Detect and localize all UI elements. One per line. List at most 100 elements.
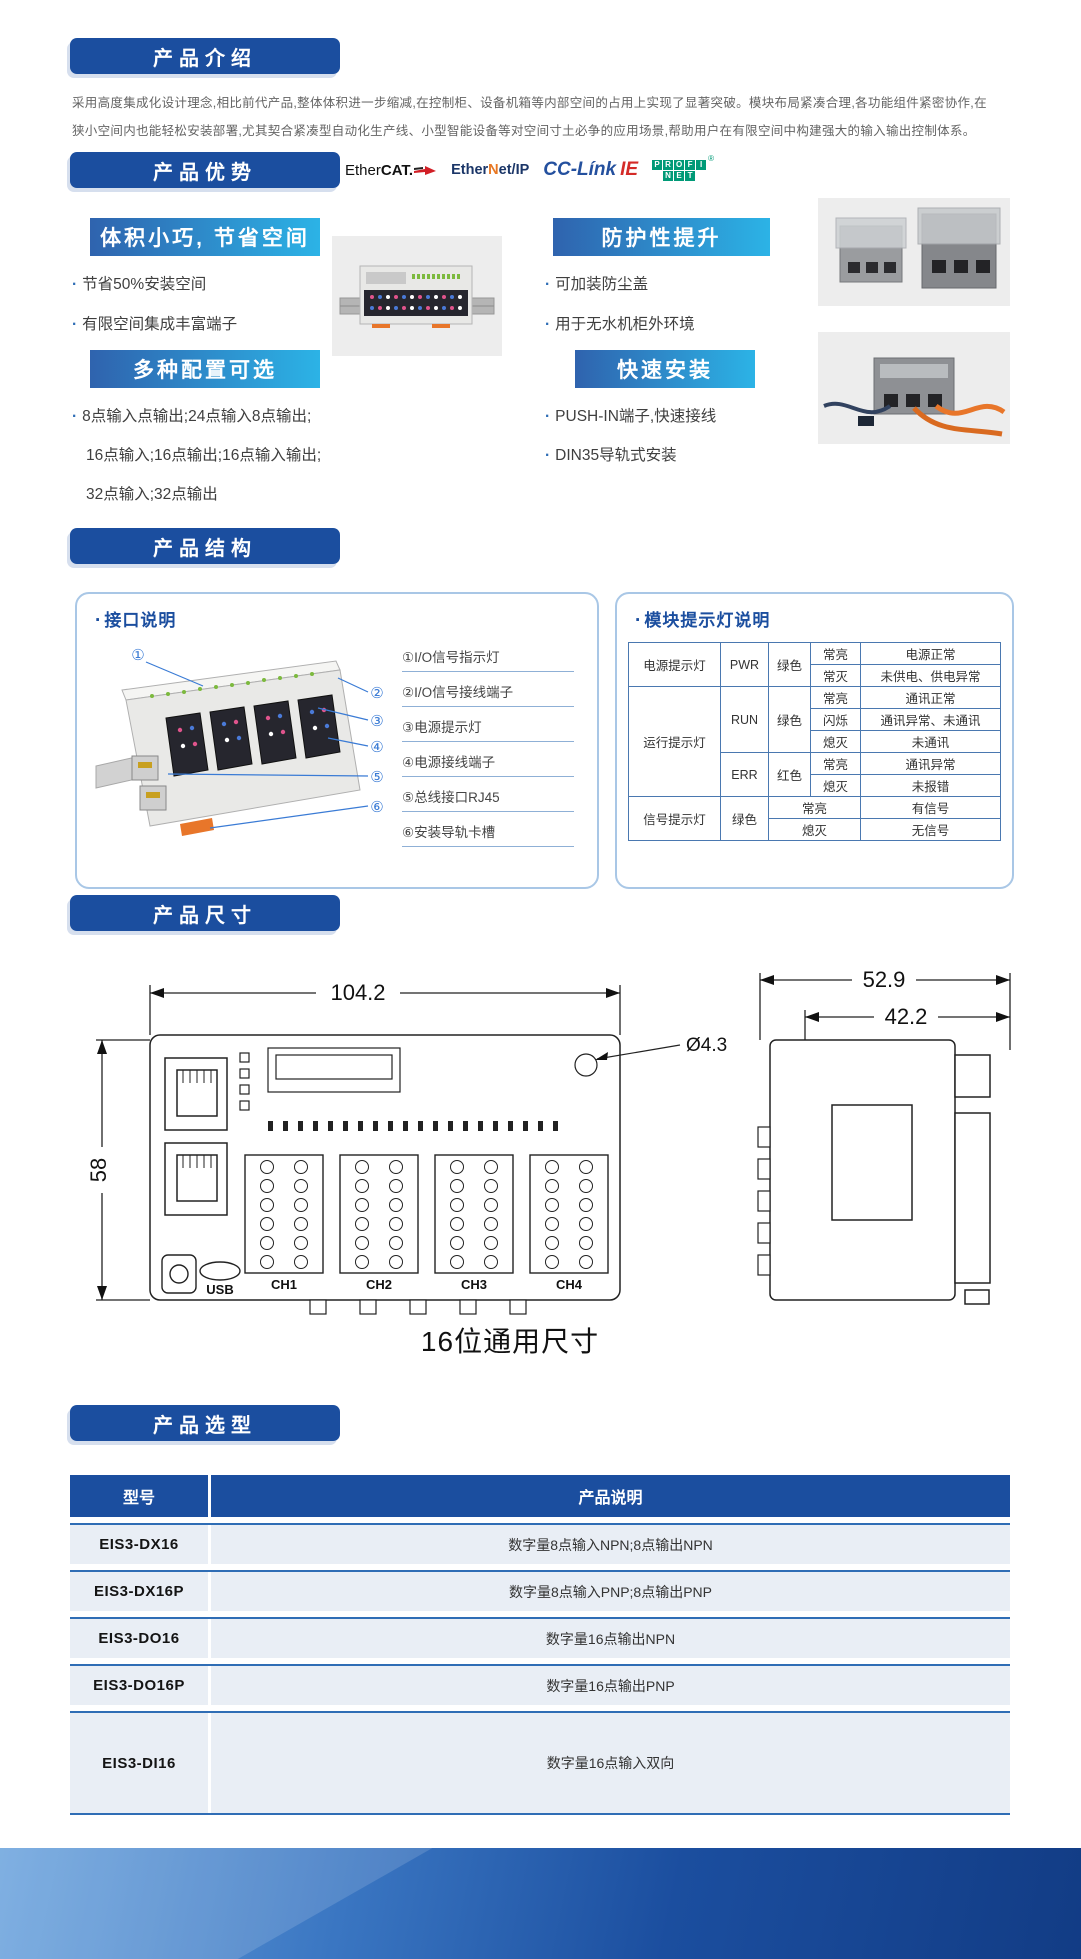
- model-cell: EIS3-DX16: [70, 1525, 211, 1564]
- led-cell: 常灭: [810, 664, 861, 687]
- table-row: EIS3-DO16P 数字量16点输出PNP: [70, 1664, 1010, 1705]
- led-panel-title: ·模块提示灯说明: [635, 606, 770, 632]
- section-title-selection: 产品选型: [153, 1414, 257, 1437]
- din-rail-module-illustration: [339, 265, 495, 328]
- profinet-reg-mark: ®: [708, 153, 715, 163]
- callout-4: ④: [370, 739, 383, 756]
- feature-bullet: 16点输入;16点输出;16点输入输出;: [86, 443, 321, 465]
- bullet-dot: ·: [545, 408, 551, 425]
- profinet-row-top: P R O F I: [652, 159, 707, 170]
- interface-item: ⑤总线接口RJ45: [402, 786, 574, 812]
- desc-cell: 数字量16点输出NPN: [545, 1630, 676, 1647]
- profinet-tile: O: [674, 159, 685, 170]
- ethercat-text-bold: CAT.: [380, 161, 414, 179]
- cabled-module-illustration: [823, 357, 1006, 437]
- bullet-text: 8点输入点输出;24点输入8点输出;: [82, 408, 312, 425]
- bullet-text: PUSH-IN端子,快速接线: [555, 408, 717, 425]
- led-cell: 电源正常: [860, 642, 1001, 665]
- feature-bullet: ·节省50%安装空间: [72, 272, 206, 294]
- profinet-tile: T: [685, 170, 696, 181]
- interface-item-list: ①I/O信号指示灯 ②I/O信号接线端子 ③电源提示灯 ④电源接线端子 ⑤总线接…: [402, 646, 574, 856]
- feature-bullet: ·可加装防尘盖: [545, 272, 648, 294]
- interface-item: ④电源接线端子: [402, 751, 574, 777]
- cclink-text: CC-Línk: [543, 159, 617, 180]
- feature-title-compact: 体积小巧, 节省空间: [100, 227, 310, 250]
- callout-2: ②: [370, 685, 383, 702]
- profinet-tile: R: [663, 159, 674, 170]
- led-cell: 熄灭: [768, 818, 861, 841]
- led-cell: PWR: [720, 642, 769, 687]
- ethernetip-text2: et/IP: [498, 162, 530, 178]
- dim-side-inner-label: 42.2: [885, 1004, 928, 1029]
- cclink-ie-text: IE: [620, 159, 639, 180]
- selection-table: 型号 产品说明 EIS3-DX16 数字量8点输入NPN;8点输出NPN EIS…: [70, 1475, 1010, 1815]
- port-label-ch1: CH1: [271, 1277, 297, 1292]
- panel-dot: ·: [95, 610, 103, 631]
- feature-badge-quick-install: 快速安装: [575, 350, 755, 388]
- bullet-dot: ·: [72, 276, 78, 293]
- led-cell: 绿色: [768, 686, 811, 753]
- selection-table-header: 型号 产品说明: [70, 1475, 1010, 1517]
- bullet-dot: ·: [545, 447, 551, 464]
- led-cell: 常亮: [810, 686, 861, 709]
- bullet-dot: ·: [72, 316, 78, 333]
- ethernet-ip-logo: EtherNet/IP: [451, 162, 529, 178]
- feature-bullet: ·8点输入点输出;24点输入8点输出;: [72, 404, 311, 426]
- ethernetip-orange-n: N: [488, 162, 499, 178]
- callout-3: ③: [370, 713, 383, 730]
- bullet-dot: ·: [545, 276, 551, 293]
- led-cell: 绿色: [768, 642, 811, 687]
- led-cell: 闪烁: [810, 708, 861, 731]
- led-cell: 未通讯: [860, 730, 1001, 753]
- led-indicator-table: 电源提示灯 PWR 绿色 常亮 电源正常 常灭 未供电、供电异常 运行提示灯 R…: [628, 642, 1001, 841]
- intro-text-line1: 采用高度集成化设计理念,相比前代产品,整体体积进一步缩减,在控制柜、设备机箱等内…: [72, 96, 987, 110]
- feature-bullet: 32点输入;32点输出: [86, 482, 218, 504]
- bullet-dot: ·: [72, 408, 78, 425]
- desc-cell: 数字量8点输入NPN;8点输出NPN: [508, 1536, 713, 1553]
- section-badge-advantages: 产品优势: [70, 152, 340, 188]
- led-cell: ERR: [720, 752, 769, 797]
- bullet-text: 用于无水机柜外环境: [555, 316, 695, 333]
- bullet-text: 32点输入;32点输出: [86, 486, 218, 503]
- dim-width-label: 104.2: [330, 980, 385, 1005]
- profinet-tile: N: [663, 170, 674, 181]
- bullet-dot: ·: [545, 316, 551, 333]
- profinet-tile: F: [685, 159, 696, 170]
- interface-panel-title: ·接口说明: [95, 606, 176, 632]
- panel-dot: ·: [635, 610, 643, 631]
- dim-height-label: 58: [86, 1158, 111, 1182]
- profinet-tile: P: [652, 159, 663, 170]
- led-cell: 常亮: [768, 796, 861, 819]
- feature-bullet: ·PUSH-IN端子,快速接线: [545, 404, 716, 426]
- dust-cover-illustration: [835, 207, 1001, 289]
- led-cell: 运行提示灯: [628, 686, 721, 797]
- feature-bullet: ·DIN35导轨式安装: [545, 443, 677, 465]
- dimension-caption: 16位通用尺寸: [420, 1326, 600, 1357]
- led-cell: 信号提示灯: [628, 796, 721, 841]
- bullet-text: 有限空间集成丰富端子: [82, 316, 238, 333]
- profinet-row-bottom: N E T: [663, 170, 696, 181]
- table-row: EIS3-DX16P 数字量8点输入PNP;8点输出PNP: [70, 1570, 1010, 1611]
- feature-bullet: ·用于无水机柜外环境: [545, 312, 695, 334]
- ethercat-text: Ether: [345, 161, 381, 179]
- callout-6: ⑥: [370, 799, 383, 816]
- footer-band: [0, 1848, 1081, 1959]
- interface-item: ②I/O信号接线端子: [402, 681, 574, 707]
- feature-badge-protection: 防护性提升: [553, 218, 770, 256]
- profinet-tile: E: [674, 170, 685, 181]
- model-cell: EIS3-DO16: [70, 1619, 211, 1658]
- desc-cell: 数字量16点输入双向: [546, 1755, 675, 1771]
- section-title-advantages: 产品优势: [153, 161, 257, 184]
- led-cell: RUN: [720, 686, 769, 753]
- feature-badge-configs: 多种配置可选: [90, 350, 320, 388]
- led-cell: 熄灭: [810, 774, 861, 797]
- led-cell: 绿色: [720, 796, 769, 841]
- product-photo-dust-covers: [818, 198, 1010, 306]
- bullet-text: DIN35导轨式安装: [555, 447, 677, 464]
- product-photo-din-rail-module: [332, 236, 502, 356]
- model-cell: EIS3-DI16: [70, 1713, 211, 1813]
- dim-side-total-label: 52.9: [863, 967, 906, 992]
